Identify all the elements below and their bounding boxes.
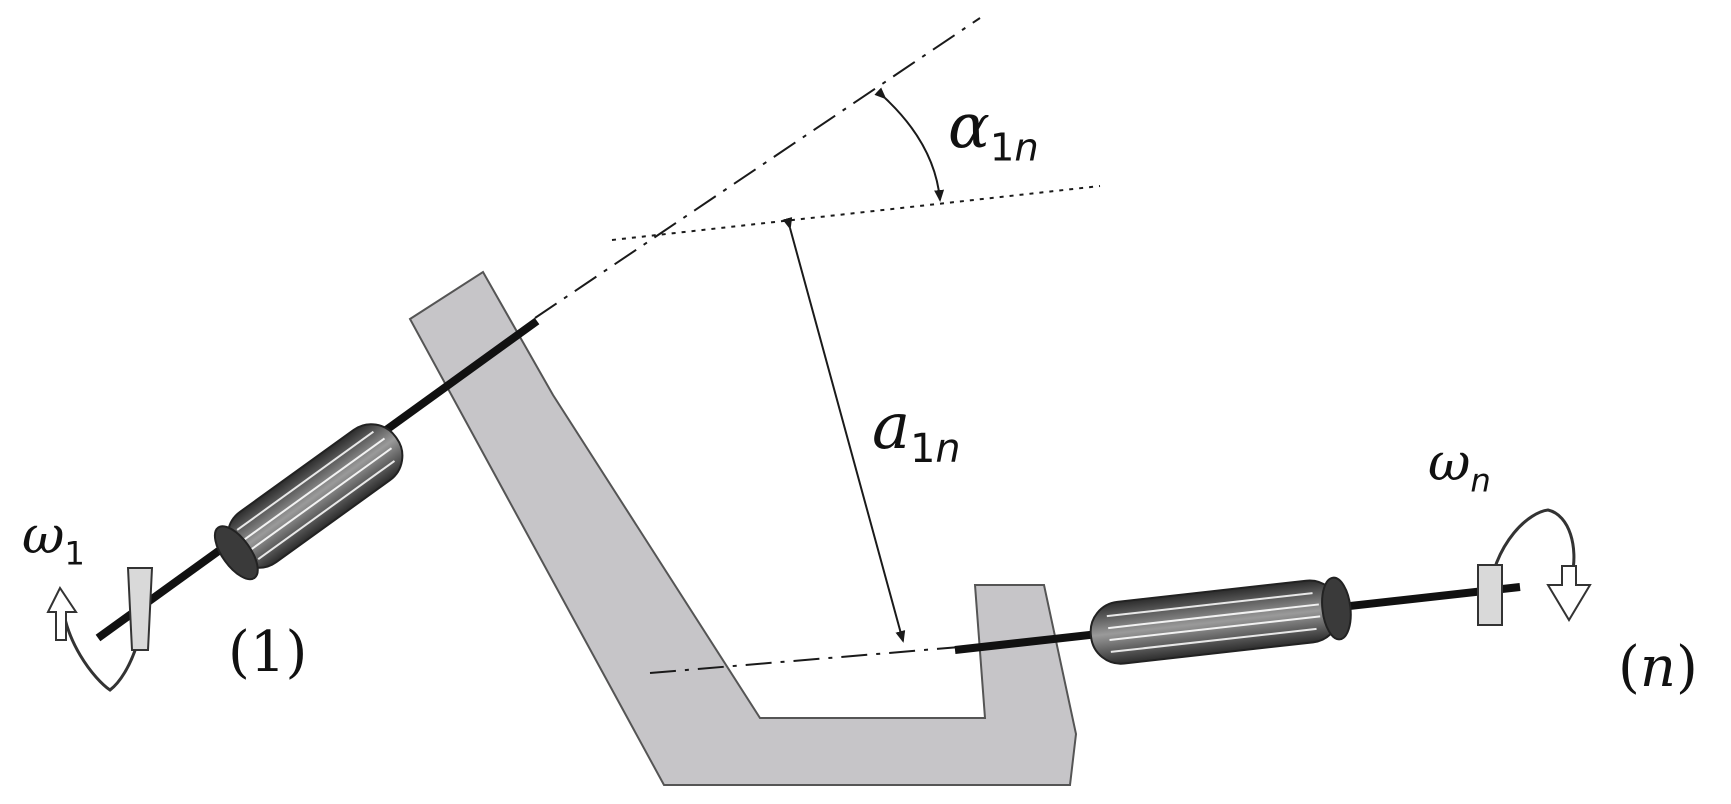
joint-n-close: ) (1675, 635, 1698, 700)
distance-subscript-variable: n (935, 425, 961, 472)
joint-1-close: ) (285, 620, 308, 685)
omega-1-label: ω1 (22, 510, 85, 570)
omega-n-subscript: n (1470, 461, 1491, 500)
joint-1-text: 1 (249, 620, 286, 685)
roller-n (1089, 576, 1352, 665)
link-frame (408, 270, 1078, 786)
omega-n-label: ωn (1428, 437, 1491, 497)
rotation-arrow-n (1477, 508, 1592, 626)
alpha-symbol: α (948, 89, 990, 162)
alpha-subscript-variable: n (1014, 125, 1039, 171)
omega-1-symbol: ω (22, 506, 65, 566)
angle-arc (874, 87, 945, 202)
rotation-arrow-1 (46, 567, 154, 692)
distance-subscript-number: 1 (910, 425, 936, 472)
distance-arrow (782, 217, 906, 643)
roller-1 (213, 423, 404, 581)
axis-1-line (534, 17, 981, 319)
axis-n-line (649, 646, 961, 674)
joint-n-text: n (1639, 635, 1676, 700)
alpha-subscript-number: 1 (989, 125, 1015, 171)
distance-symbol: a (872, 390, 911, 464)
common-normal-line (611, 185, 1101, 241)
omega-1-subscript: 1 (64, 534, 85, 573)
alpha-1n-label: α1n (948, 95, 1039, 168)
omega-n-symbol: ω (1428, 433, 1471, 493)
joint-n-open: ( (1618, 635, 1640, 700)
distance-a-1n-label: a1n (872, 395, 961, 470)
joint-1-open: ( (228, 620, 250, 685)
joint-1-label: (1) (228, 625, 307, 681)
joint-n-label: (n) (1618, 640, 1698, 696)
